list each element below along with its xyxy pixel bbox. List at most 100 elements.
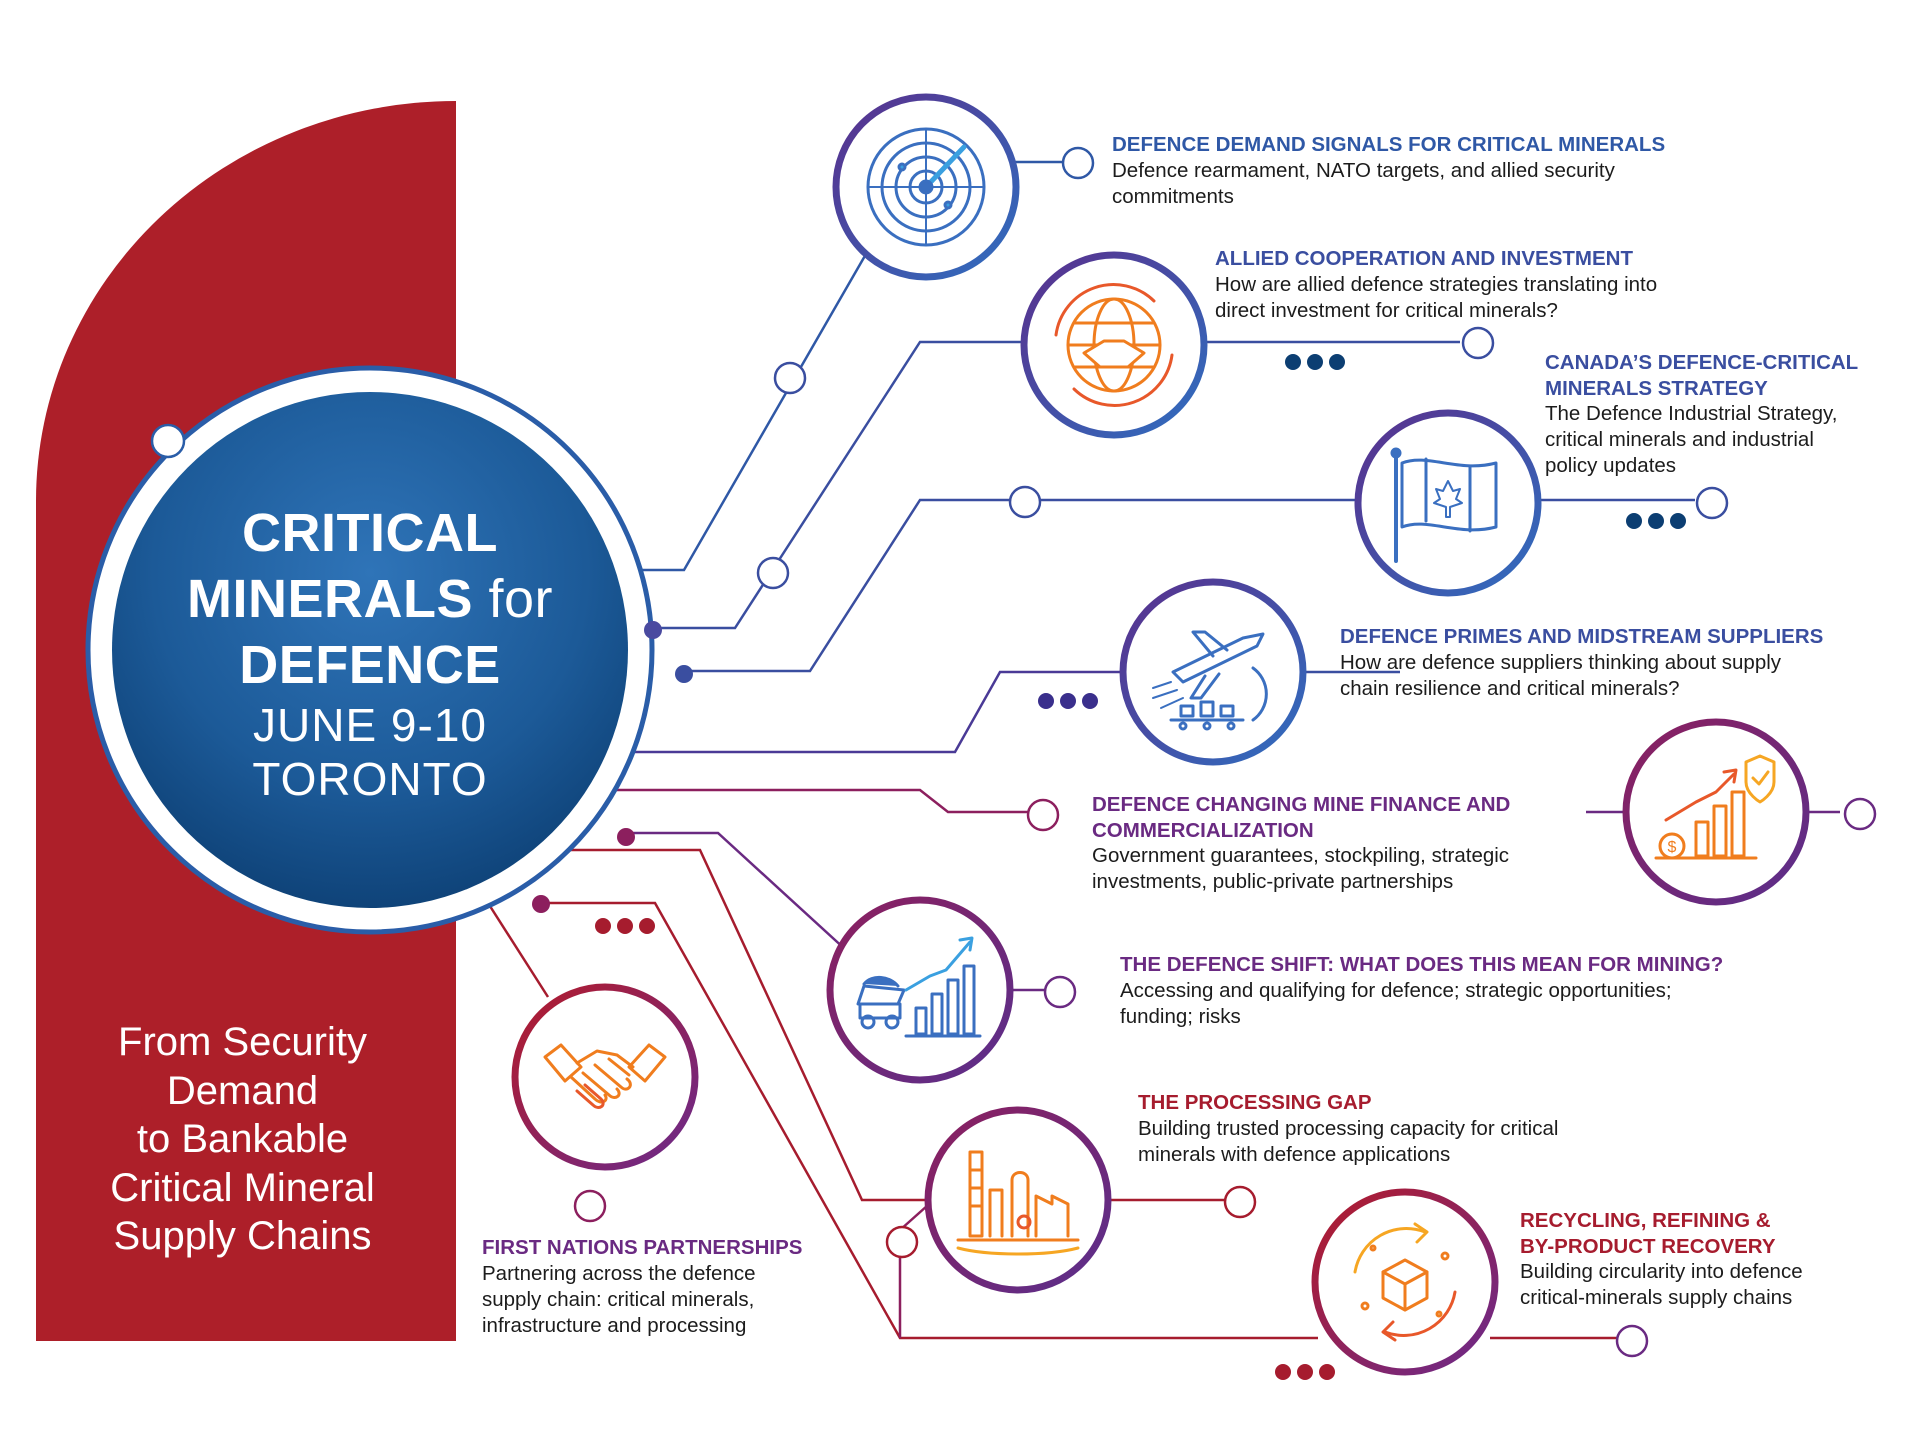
topic-defence-demand-signals: DEFENCE DEMAND SIGNALS FOR CRITICAL MINE… — [1112, 132, 1772, 210]
topic-desc-line: Partnering across the defence — [482, 1261, 756, 1285]
hub-title: CRITICAL MINERALS for DEFENCE JUNE 9-10 … — [110, 500, 630, 806]
hub-circle — [85, 365, 655, 935]
mining-truck-chart-icon — [856, 936, 982, 1038]
ellipsis-dots — [1038, 693, 1098, 709]
node-circle — [1043, 975, 1077, 1009]
topic-desc-line: How are defence suppliers thinking about… — [1340, 650, 1782, 674]
topic-desc-line: minerals with defence applications — [1138, 1142, 1451, 1166]
connector-line — [628, 670, 1125, 754]
ring-handshake — [511, 983, 699, 1171]
hub-line-minerals: MINERALS for — [110, 566, 630, 632]
ellipsis-dots — [1626, 513, 1686, 529]
topic-desc-line: Government guarantees, stockpiling, stra… — [1092, 844, 1510, 867]
topic-desc-line: funding; risks — [1120, 1004, 1241, 1028]
topic-canada-strategy: CANADA’S DEFENCE-CRITICAL MINERALS STRAT… — [1545, 350, 1905, 479]
topic-title: MINERALS STRATEGY — [1545, 376, 1768, 400]
ring-jet — [1119, 578, 1307, 766]
node-circle — [1026, 798, 1060, 832]
topic-recycling: RECYCLING, REFINING & BY-PRODUCT RECOVER… — [1520, 1208, 1910, 1311]
hub-date: JUNE 9-10 — [253, 699, 487, 751]
tagline-line: Supply Chains — [113, 1214, 372, 1258]
connector-line — [545, 901, 1318, 1340]
hub-word-for: for — [488, 569, 554, 629]
ellipsis-dots — [1285, 354, 1345, 370]
node-circle — [1843, 797, 1877, 831]
hub-line-defence: DEFENCE — [239, 635, 501, 695]
connector-line — [640, 253, 868, 572]
ring-recycling — [1311, 1188, 1499, 1376]
topic-title: CANADA’S DEFENCE-CRITICAL — [1545, 351, 1859, 374]
topic-desc-line: Building trusted processing capacity for… — [1138, 1116, 1559, 1140]
ellipsis-dots — [1275, 1364, 1335, 1380]
node-circle — [573, 1189, 607, 1223]
hub-city: TORONTO — [252, 753, 488, 805]
topic-title: FIRST NATIONS PARTNERSHIPS — [482, 1236, 803, 1259]
connector-line — [680, 498, 1355, 673]
topic-title: DEFENCE CHANGING MINE FINANCE AND — [1092, 793, 1511, 816]
tagline: From Security Demand to Bankable Critica… — [60, 1018, 425, 1261]
topic-desc-line: Building circularity into defence — [1520, 1260, 1803, 1283]
topic-processing-gap: THE PROCESSING GAP Building trusted proc… — [1138, 1090, 1698, 1168]
tagline-line: Critical Mineral — [110, 1165, 375, 1210]
node-circle — [773, 361, 807, 395]
globe-handshake-icon — [1054, 283, 1174, 407]
connector-line — [486, 902, 550, 998]
topic-desc-line: direct investment for critical minerals? — [1215, 298, 1558, 322]
hub-word-minerals: MINERALS — [186, 569, 473, 629]
hub-line-critical: CRITICAL — [242, 503, 498, 563]
topic-desc-line: investments, public-private partnerships — [1092, 870, 1454, 893]
solid-node — [617, 828, 635, 846]
topic-desc-line: commitments — [1112, 184, 1234, 208]
tagline-line: to Bankable — [136, 1117, 349, 1161]
ring-finance — [1622, 718, 1810, 906]
finance-growth-icon: $ — [1654, 754, 1776, 860]
topic-desc-line: The Defence Industrial Strategy, — [1545, 402, 1838, 425]
tagline-line: From Security — [118, 1020, 367, 1064]
topic-title: BY-PRODUCT RECOVERY — [1520, 1234, 1776, 1258]
topic-title: COMMERCIALIZATION — [1092, 818, 1314, 842]
ring-mining — [826, 896, 1014, 1084]
connector-nodes — [150, 146, 1877, 1358]
solid-nodes — [532, 621, 693, 913]
ring-processing — [924, 1106, 1112, 1294]
node-circle — [1461, 326, 1495, 360]
connector-line — [620, 831, 871, 973]
topic-desc-line: supply chain: critical minerals, — [482, 1287, 755, 1311]
node-circle — [1615, 1324, 1649, 1358]
ellipsis-markers — [595, 354, 1686, 1380]
recycling-cube-icon — [1353, 1222, 1457, 1342]
topic-defence-primes: DEFENCE PRIMES AND MIDSTREAM SUPPLIERS H… — [1340, 624, 1900, 702]
connector-line — [562, 848, 935, 1202]
solid-node — [532, 895, 550, 913]
topic-desc-line: critical minerals and industrial — [1545, 428, 1814, 451]
topic-title: ALLIED COOPERATION AND INVESTMENT — [1215, 247, 1633, 270]
topic-desc-line: critical-minerals supply chains — [1520, 1286, 1793, 1309]
topic-mine-finance: DEFENCE CHANGING MINE FINANCE AND COMMER… — [1092, 792, 1612, 895]
canada-flag-icon — [1390, 447, 1498, 563]
node-circle — [756, 556, 790, 590]
topic-desc-line: Accessing and qualifying for defence; st… — [1120, 978, 1672, 1002]
topic-desc-line: chain resilience and critical minerals? — [1340, 676, 1680, 700]
topic-title: RECYCLING, REFINING & — [1520, 1209, 1771, 1232]
handshake-icon — [543, 1043, 667, 1109]
topic-allied-cooperation: ALLIED COOPERATION AND INVESTMENT How ar… — [1215, 246, 1775, 324]
topic-desc-line: infrastructure and processing — [482, 1313, 747, 1337]
topic-desc-line: Defence rearmament, NATO targets, and al… — [1112, 158, 1615, 182]
node-circle — [1061, 146, 1095, 180]
topic-rings — [511, 93, 1810, 1376]
topic-title: THE DEFENCE SHIFT: WHAT DOES THIS MEAN F… — [1120, 953, 1724, 976]
connector-line — [610, 788, 1030, 814]
topic-title: THE PROCESSING GAP — [1138, 1091, 1372, 1114]
topic-defence-shift: THE DEFENCE SHIFT: WHAT DOES THIS MEAN F… — [1120, 952, 1820, 1030]
connector-line — [647, 340, 1030, 630]
processing-plant-icon — [956, 1150, 1080, 1256]
tagline-line: Demand — [166, 1068, 319, 1113]
node-circle — [1223, 1185, 1257, 1219]
ring-flag — [1354, 409, 1542, 597]
solid-node — [675, 665, 693, 683]
topic-desc-line: How are allied defence strategies transl… — [1215, 272, 1658, 296]
solid-node — [644, 621, 662, 639]
jet-conveyor-icon — [1152, 630, 1268, 731]
